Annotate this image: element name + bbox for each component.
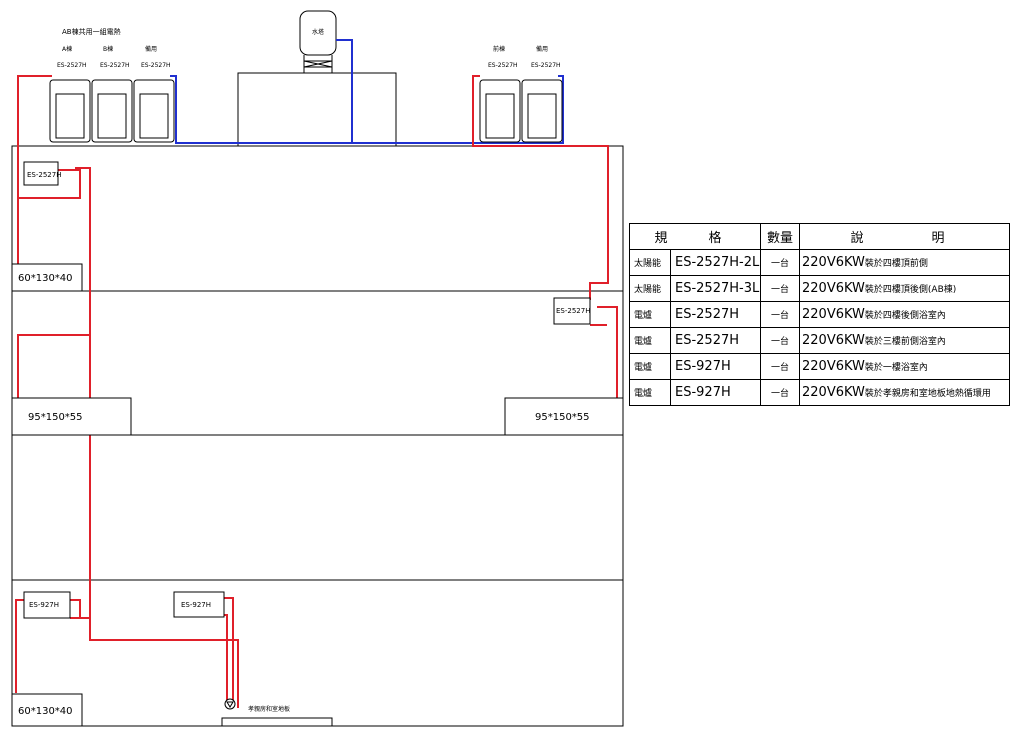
row-category: 電爐 (629, 353, 671, 380)
row-desc: 220V6KW裝於四樓後側浴室內 (799, 301, 1010, 328)
heater-label-front: 前棟 (493, 45, 505, 53)
tub-mid-left-label: 95*150*55 (28, 412, 83, 423)
floor-units (23, 161, 591, 619)
floor-heating-box (221, 717, 333, 727)
row-qty: 一台 (760, 301, 800, 328)
row-category: 太陽能 (629, 249, 671, 276)
unit-bottom-left-box (23, 591, 71, 619)
rooftop-model-5: ES-2527H (531, 62, 561, 69)
rooftop-model-1: ES-2527H (57, 62, 87, 69)
unit-bottom-left-label: ES-927H (29, 601, 59, 609)
heater-label-spare: 備用 (145, 45, 157, 53)
heater-label-a: A棟 (62, 45, 72, 53)
heater-label-spare-right: 備用 (536, 45, 548, 53)
pump (224, 698, 236, 710)
spec-table: 規 格 數量 說 明 太陽能 ES-2527H-2L 一台 220V6KW裝於四… (629, 223, 1010, 406)
table-row: 電爐 ES-2527H 一台 220V6KW裝於三樓前側浴室內 (629, 327, 1010, 354)
rooftop-heater-group-right (479, 79, 563, 143)
row-desc: 220V6KW裝於四樓頂後側(AB棟) (799, 275, 1010, 302)
tub-top-label: 60*130*40 (18, 273, 73, 284)
rooftop-heater-group-left (49, 79, 175, 143)
tub-bottom-label: 60*130*40 (18, 706, 73, 717)
rooftop-model-4: ES-2527H (488, 62, 518, 69)
tub-mid-right-box (504, 397, 624, 436)
table-header-row: 規 格 數量 說 明 (629, 223, 1010, 250)
row-category: 電爐 (629, 327, 671, 354)
row-desc: 220V6KW裝於一樓浴室內 (799, 353, 1010, 380)
table-row: 電爐 ES-927H 一台 220V6KW裝於孝親房和室地板地熱循環用 (629, 379, 1010, 406)
hot-water-pipes (15, 75, 618, 708)
row-qty: 一台 (760, 353, 800, 380)
row-model: ES-927H (670, 379, 761, 406)
row-qty: 一台 (760, 327, 800, 354)
unit-top-box (23, 161, 59, 186)
bathtubs (11, 263, 624, 727)
tank-label: 水塔 (312, 28, 324, 36)
unit-mid-label: ES-2527H (556, 307, 590, 315)
table-row: 電爐 ES-927H 一台 220V6KW裝於一樓浴室內 (629, 353, 1010, 380)
tub-mid-left-box (11, 397, 132, 436)
water-tank (299, 10, 337, 73)
cold-water-pipes (170, 39, 564, 144)
unit-bottom-right-box (173, 591, 225, 618)
table-row: 太陽能 ES-2527H-2L 一台 220V6KW裝於四樓頂前側 (629, 249, 1010, 276)
row-desc: 220V6KW裝於孝親房和室地板地熱循環用 (799, 379, 1010, 406)
ab-shared-label: AB棟共用一組電熱 (62, 27, 121, 36)
tub-bottom-box (11, 693, 83, 727)
header-desc: 說 明 (799, 223, 1010, 250)
row-category: 電爐 (629, 379, 671, 406)
row-desc: 220V6KW裝於三樓前側浴室內 (799, 327, 1010, 354)
unit-top-label: ES-2527H (27, 171, 61, 179)
tub-mid-right-label: 95*150*55 (535, 412, 590, 423)
row-model: ES-2527H-2L (670, 249, 761, 276)
roof-structure (237, 72, 397, 147)
rooftop-model-3: ES-2527H (141, 62, 171, 69)
row-qty: 一台 (760, 249, 800, 276)
tub-top-box (11, 263, 83, 292)
unit-bottom-right-label: ES-927H (181, 601, 211, 609)
unit-mid-box (553, 297, 591, 325)
table-row: 電爐 ES-2527H 一台 220V6KW裝於四樓後側浴室內 (629, 301, 1010, 328)
row-model: ES-2527H (670, 301, 761, 328)
row-qty: 一台 (760, 275, 800, 302)
row-model: ES-2527H-3L (670, 275, 761, 302)
header-spec: 規 格 (629, 223, 761, 250)
rooftop-model-2: ES-2527H (100, 62, 130, 69)
row-desc: 220V6KW裝於四樓頂前側 (799, 249, 1010, 276)
row-category: 電爐 (629, 301, 671, 328)
heater-label-b: B棟 (103, 45, 113, 53)
row-category: 太陽能 (629, 275, 671, 302)
header-qty: 數量 (760, 223, 800, 250)
row-qty: 一台 (760, 379, 800, 406)
floor-heating-label: 孝親房和室地板 (248, 705, 290, 713)
row-model: ES-2527H (670, 327, 761, 354)
row-model: ES-927H (670, 353, 761, 380)
table-row: 太陽能 ES-2527H-3L 一台 220V6KW裝於四樓頂後側(AB棟) (629, 275, 1010, 302)
